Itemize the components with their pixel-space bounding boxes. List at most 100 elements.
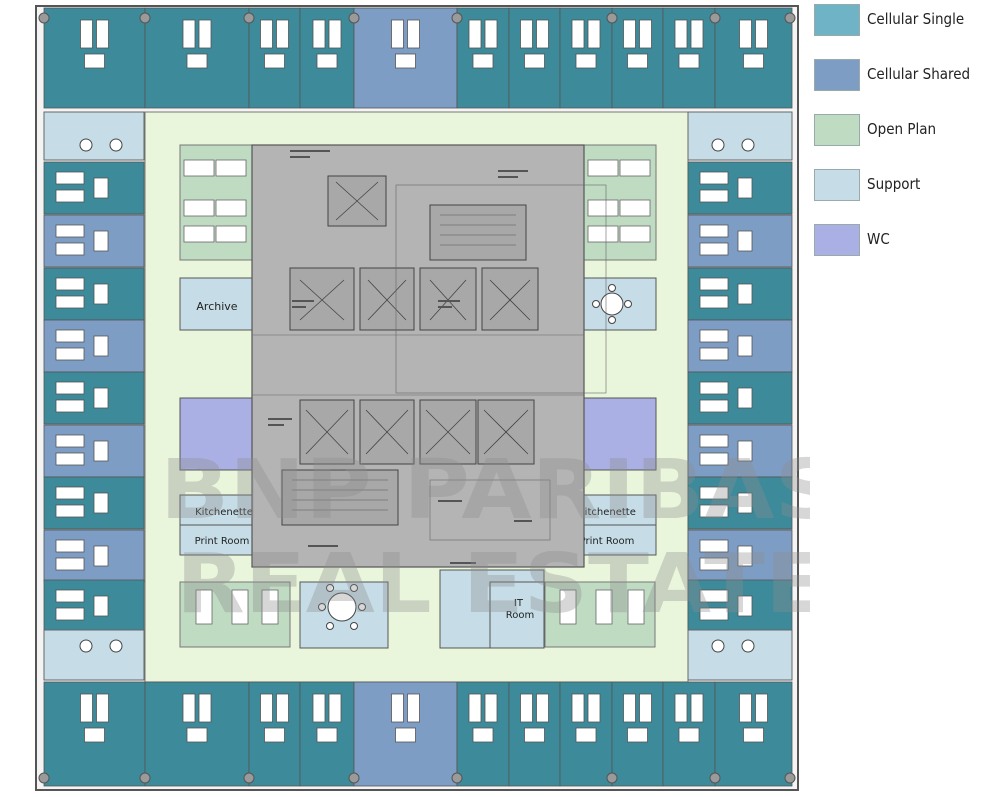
column-marker [451, 772, 463, 784]
legend-item-support: Support [814, 169, 994, 224]
archive-label: Archive [196, 300, 237, 313]
office-desk [699, 399, 729, 413]
office-desk [674, 693, 688, 723]
right-offices [687, 161, 793, 633]
kitchenette-west-label: Kitchenette [195, 507, 253, 518]
office-desk [699, 539, 729, 553]
watermark-line1: BNP PARIBAS [160, 443, 810, 538]
office-chair [93, 177, 109, 199]
office-desk [699, 171, 729, 185]
office-chair [737, 335, 753, 357]
cellular-single-office [611, 681, 664, 787]
office-desk [484, 693, 498, 723]
office-chair [93, 545, 109, 567]
stair-treads [292, 214, 516, 511]
office-desk [520, 693, 533, 723]
office-desk [536, 693, 549, 723]
office-desk [468, 693, 482, 723]
column-marker [243, 12, 255, 24]
legend-label: Cellular Single [867, 10, 965, 28]
office-chair [395, 727, 416, 743]
office-chair [93, 440, 109, 462]
office-desk [484, 19, 498, 49]
office-desk [699, 347, 729, 361]
office-chair [743, 53, 764, 69]
support-corner-nw [43, 111, 145, 161]
legend-item-cellular-shared: Cellular Shared [814, 59, 994, 114]
it-room-inner [489, 581, 545, 649]
office-desk [96, 19, 109, 49]
office-desk [260, 19, 273, 49]
support-corner-sw [43, 629, 145, 681]
office-desk [96, 693, 109, 723]
column-marker [709, 12, 721, 24]
office-chair [737, 492, 753, 514]
column-marker [139, 772, 151, 784]
legend-swatch [814, 169, 860, 201]
kitchenette-east-label: Kitchenette [578, 507, 636, 518]
office-desk [699, 329, 729, 343]
office-desk [739, 693, 752, 723]
office-chair [186, 53, 208, 69]
office-desk [55, 607, 85, 621]
office-desk [699, 242, 729, 256]
office-chair [93, 387, 109, 409]
office-chair [93, 283, 109, 305]
print-room-east-label: Print Room [580, 536, 635, 547]
office-chair [627, 727, 648, 743]
office-chair [737, 230, 753, 252]
office-desk [55, 224, 85, 238]
office-desk [690, 693, 704, 723]
open-plan-desk-tops [183, 159, 651, 625]
cellular-single-office [43, 681, 146, 787]
watermark-line2: REAL ESTATE [176, 537, 810, 632]
office-desk [55, 295, 85, 309]
office-desk [407, 693, 420, 723]
office-desk [55, 399, 85, 413]
print-room-west-label: Print Room [195, 536, 250, 547]
office-chair [316, 53, 338, 69]
office-chair [737, 283, 753, 305]
office-chair [264, 727, 285, 743]
office-chair [737, 177, 753, 199]
office-desk [639, 693, 652, 723]
meeting-table-east [592, 284, 632, 324]
core-annotation-marks [268, 150, 532, 564]
office-chair [93, 492, 109, 514]
office-chair [678, 727, 700, 743]
legend-item-open-plan: Open Plan [814, 114, 994, 169]
office-desk [391, 19, 404, 49]
office-desk [55, 171, 85, 185]
legend-swatch [814, 59, 860, 91]
it-room-label: IT Room [506, 598, 534, 621]
office-chair [84, 727, 105, 743]
legend-label: Cellular Shared [867, 65, 971, 83]
office-desk [699, 434, 729, 448]
office-chair [737, 595, 753, 617]
office-desk [699, 277, 729, 291]
support-corner-ne [687, 111, 793, 161]
office-desk [699, 607, 729, 621]
office-chair [316, 727, 338, 743]
office-desk [260, 693, 273, 723]
column-marker [348, 12, 360, 24]
column-marker [451, 12, 463, 24]
cellular-single-office [456, 7, 510, 109]
office-chair [575, 53, 597, 69]
legend-label: Open Plan [867, 120, 937, 138]
office-desk [198, 693, 212, 723]
top-offices [38, 7, 796, 109]
office-chair [737, 440, 753, 462]
office-desk [623, 19, 636, 49]
office-desk [699, 504, 729, 518]
office-desk [55, 329, 85, 343]
column-marker [243, 772, 255, 784]
office-desk [55, 504, 85, 518]
floor-plan: Archive Kitchenette Print Room Kitchenet… [35, 5, 810, 791]
wc-west [179, 397, 253, 471]
office-chair [524, 53, 545, 69]
office-chair [575, 727, 597, 743]
office-desk [55, 189, 85, 203]
legend-label: Support [867, 175, 921, 193]
column-marker [348, 772, 360, 784]
